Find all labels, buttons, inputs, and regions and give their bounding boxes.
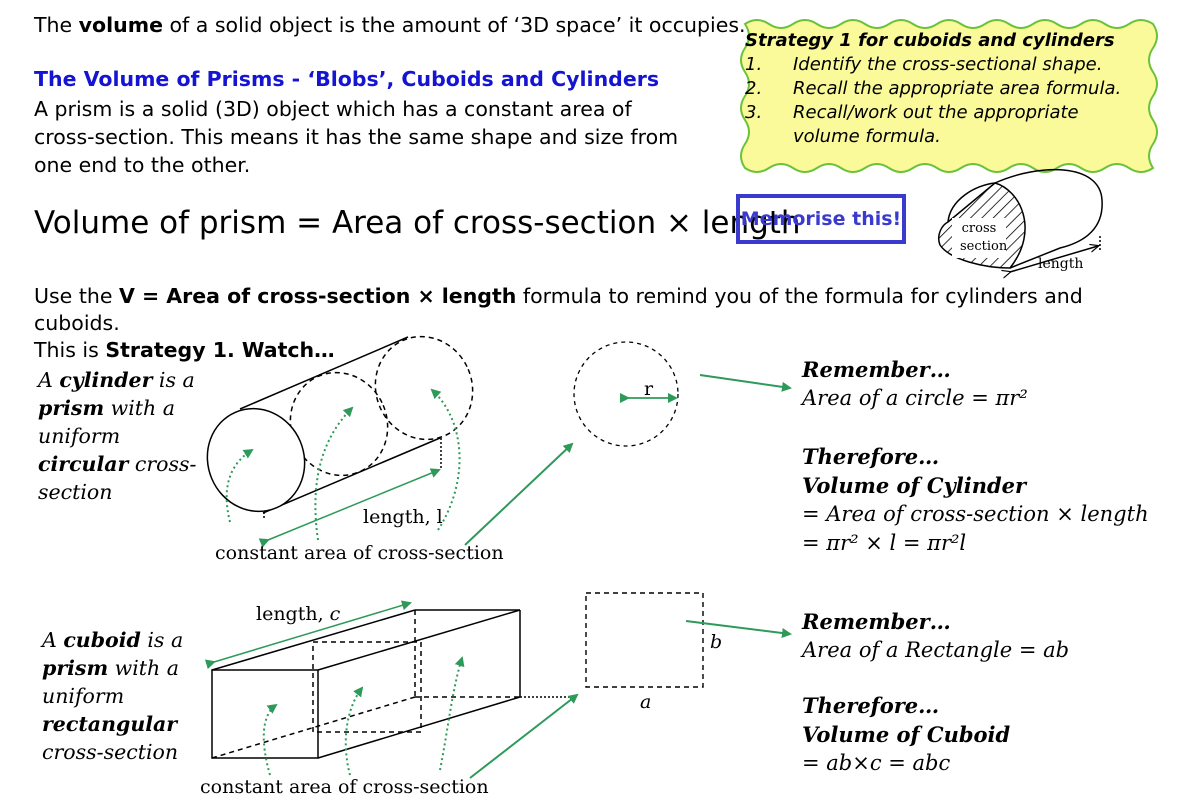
- cylinder-diagram: [206, 335, 474, 548]
- cuboid-description: A cuboid is a prism with a uniform recta…: [42, 628, 184, 764]
- circle-cross-section: [573, 341, 679, 447]
- cylinder-to-circle-arrow: [464, 442, 574, 546]
- prism-definition: A prism is a solid (3D) object which has…: [34, 97, 679, 177]
- radius-label: r: [644, 378, 654, 400]
- cylinder-constant-label: constant area of cross-section: [215, 542, 504, 564]
- circle-to-remember-arrow: [699, 374, 792, 392]
- cylinder-remember-block: Remember… Area of a circle = πr² Therefo…: [802, 357, 1149, 555]
- strategy-box-shape: [740, 19, 1158, 173]
- cuboid-green-arrows: [262, 656, 465, 776]
- rectangle-cross-section: [585, 592, 704, 688]
- rectangle-b-label: b: [710, 631, 723, 653]
- strategy-step: 2.Recall the appropriate area formula.: [745, 78, 1122, 99]
- cylinder-description: A cylinder is a prism with a uniform cir…: [38, 368, 197, 504]
- cuboid-front-face: [211, 669, 319, 759]
- cylinder-front-face: [206, 407, 306, 513]
- rectangle-a-label: a: [640, 691, 652, 713]
- strategy-box: Strategy 1 for cuboids and cylinders 1.I…: [745, 30, 1155, 149]
- section-heading: The Volume of Prisms - ‘Blobs’, Cuboids …: [34, 67, 660, 91]
- prism-volume-formula: Volume of prism = Area of cross-section …: [34, 205, 801, 241]
- cuboid-diagram: [204, 600, 575, 759]
- blob-length-label: length: [1038, 256, 1084, 272]
- blob-prism: [937, 169, 1103, 272]
- intro-sentence: The volume of a solid object is the amou…: [34, 13, 746, 37]
- cuboid-length-arrow: [204, 600, 412, 670]
- cuboid-remember-block: Remember… Area of a Rectangle = ab There…: [802, 609, 1070, 775]
- strategy-step: 1.Identify the cross-sectional shape.: [745, 54, 1103, 75]
- rectangle-to-remember-arrow: [685, 620, 792, 638]
- strategy-title: Strategy 1 for cuboids and cylinders: [745, 30, 1115, 51]
- cuboid-to-rectangle-arrow: [469, 693, 579, 779]
- strategy-step: volume formula.: [793, 126, 941, 147]
- memorise-badge: Memorise this!: [736, 194, 906, 244]
- cylinder-length-arrow: [258, 468, 441, 548]
- cuboid-constant-label: constant area of cross-section: [200, 776, 489, 798]
- strategy-intro: Use the V = Area of cross-section × leng…: [34, 284, 1083, 362]
- strategy-step: 3.Recall/work out the appropriate: [745, 102, 1079, 123]
- cuboid-length-label: length, c: [256, 603, 341, 625]
- cylinder-green-arrows: [225, 388, 461, 541]
- cylinder-length-label: length, l: [363, 506, 443, 528]
